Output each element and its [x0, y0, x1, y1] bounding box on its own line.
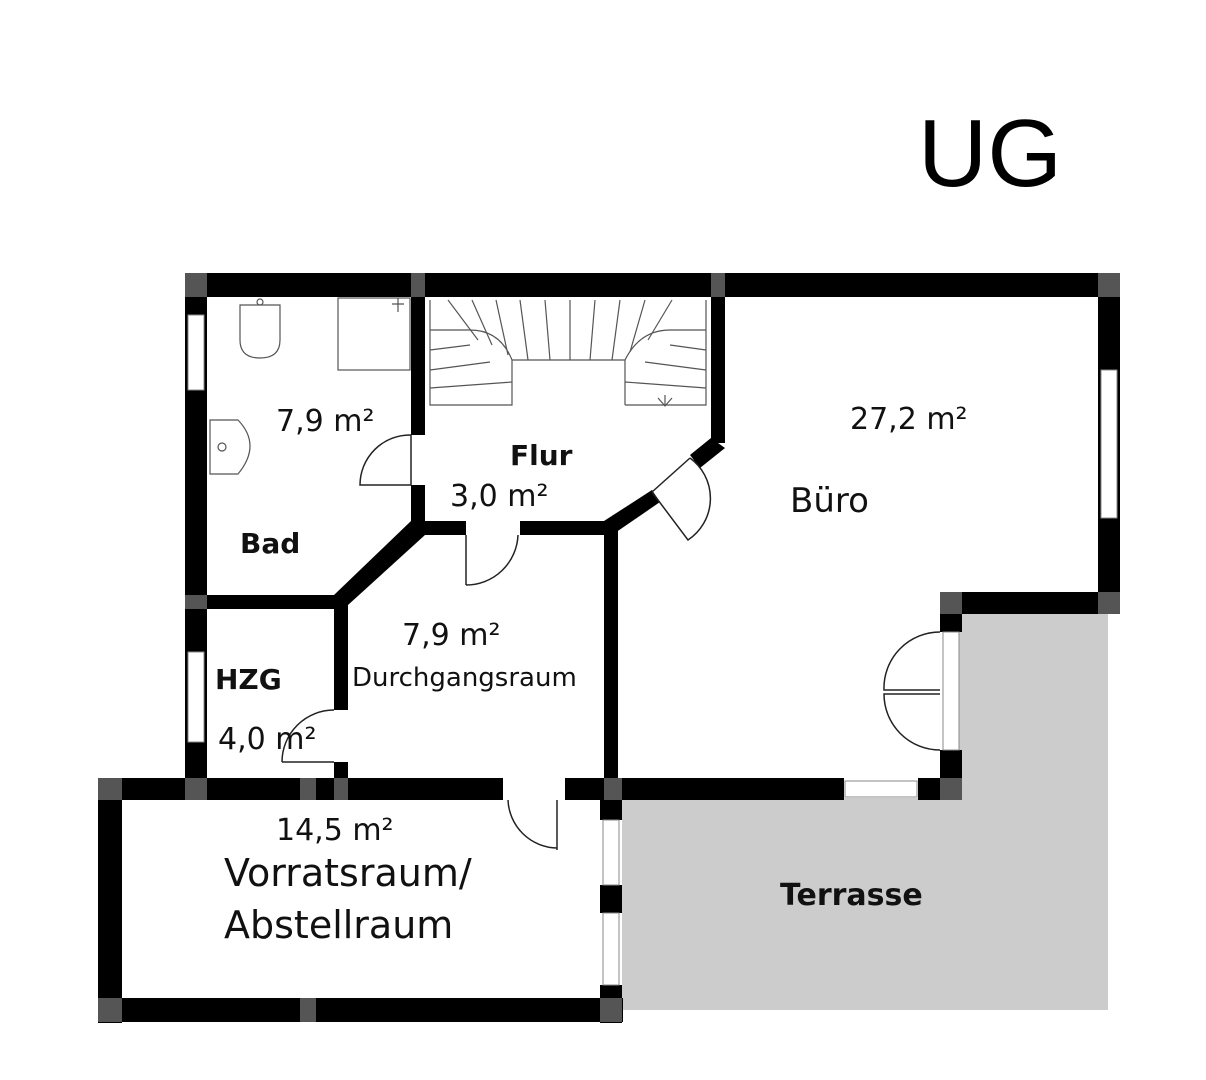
wall-joints	[98, 273, 1120, 1022]
doors	[281, 434, 941, 850]
door-flur-durchgang	[465, 534, 519, 586]
door-bad-flur	[359, 434, 412, 486]
flur-area: 3,0 m²	[450, 479, 549, 514]
window-buero	[1100, 369, 1118, 519]
terrasse-name: Terrasse	[780, 878, 923, 913]
vorrat-name-line2: Abstellraum	[224, 903, 453, 947]
window-vorrat-2	[602, 912, 620, 986]
bathroom-fixtures	[209, 297, 411, 475]
window-vorrat-1	[602, 819, 620, 886]
hzg-name: HZG	[215, 663, 282, 696]
sink-icon	[209, 419, 251, 475]
door-hzg	[281, 709, 335, 763]
window-bad	[187, 314, 205, 391]
buero-area: 27,2 m²	[850, 402, 968, 437]
windows	[187, 314, 1118, 986]
bad-name: Bad	[240, 527, 300, 560]
bad-area: 7,9 m²	[276, 404, 375, 439]
door-flur-buero	[651, 457, 712, 542]
door-terrace-frame	[942, 631, 960, 751]
buero-name: Büro	[790, 481, 869, 521]
door-terrace	[883, 631, 941, 751]
vorrat-area: 14,5 m²	[276, 813, 394, 848]
hzg-area: 4,0 m²	[218, 722, 317, 757]
durchgang-name: Durchgangsraum	[352, 663, 577, 693]
toilet-icon	[239, 304, 281, 359]
window-hzg	[187, 651, 205, 743]
durchgang-area: 7,9 m²	[402, 618, 501, 653]
vorrat-name-line1: Vorratsraum/	[224, 851, 472, 895]
door-vorrat	[507, 799, 558, 850]
terrace-area	[622, 614, 1108, 1010]
shower-icon	[337, 297, 411, 371]
flur-name: Flur	[510, 439, 573, 472]
window-buero-south	[844, 780, 918, 798]
floor-label: UG	[918, 100, 1062, 207]
staircase	[429, 299, 707, 407]
